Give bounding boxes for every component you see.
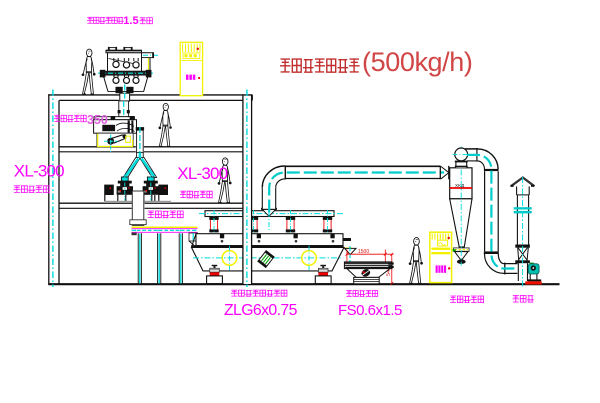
svg-text:XKД: XKД [455,183,465,188]
svg-text:ZLG6x0.75: ZLG6x0.75 [224,302,298,319]
svg-text:1500: 1500 [358,249,369,255]
svg-text:XL-300: XL-300 [14,161,64,180]
svg-text:540: 540 [386,267,392,276]
svg-text:350: 350 [87,113,108,127]
svg-text:XL-300: XL-300 [177,164,227,183]
svg-text:FS0.6x1.5: FS0.6x1.5 [338,302,402,319]
svg-text:1.5: 1.5 [123,15,138,27]
svg-text:(500kg/h): (500kg/h) [362,47,472,77]
